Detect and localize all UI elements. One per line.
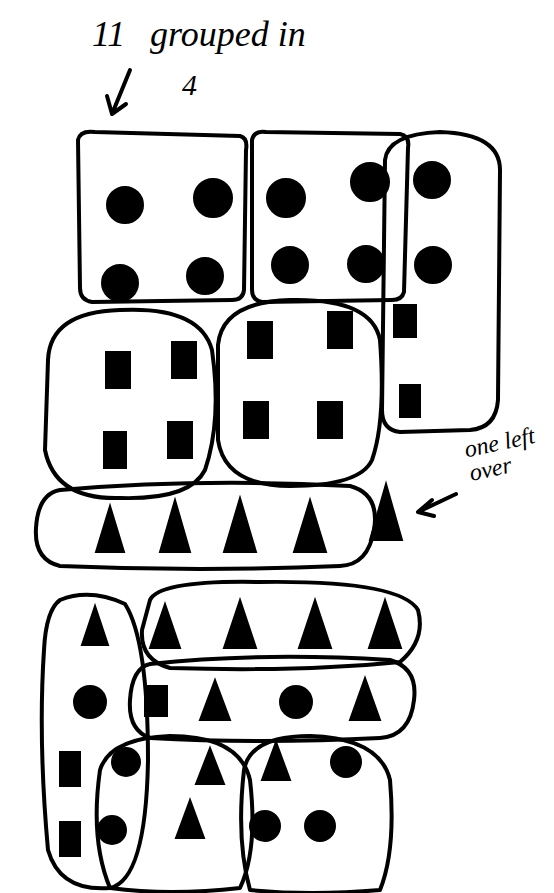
grouping-note: grouped in [150,16,306,52]
leftover-note: one left over [462,423,542,485]
group-size: 4 [182,70,197,100]
count-label: 11 [92,16,125,52]
